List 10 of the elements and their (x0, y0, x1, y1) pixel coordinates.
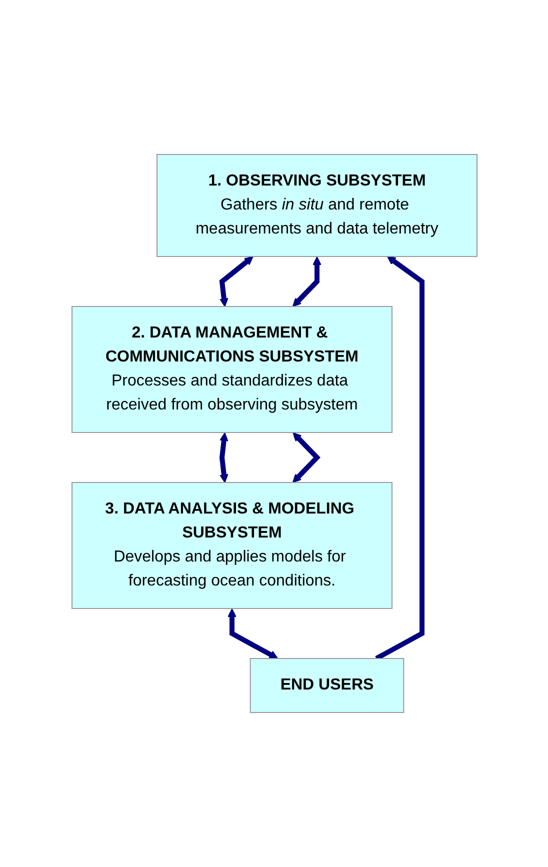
arrow (292, 432, 320, 483)
arrow (218, 432, 228, 483)
node-box: 3. DATA ANALYSIS & MODELING SUBSYSTEM Develops and applies models for forecasting ocean conditions. (71, 482, 392, 609)
arrow (292, 256, 321, 307)
node-box: END USERS (249, 658, 404, 713)
node-box: 1. OBSERVING SUBSYSTEM Gathers in situ and remote measurements and data telemetry (156, 154, 477, 257)
node-box: 2. DATA MANAGEMENT & COMMUNICATIONS SUBSYSTEM Processes and standardizes data received from observing subsystem (71, 306, 392, 433)
arrow (227, 608, 278, 659)
arrow (374, 256, 424, 661)
arrow (218, 256, 253, 307)
